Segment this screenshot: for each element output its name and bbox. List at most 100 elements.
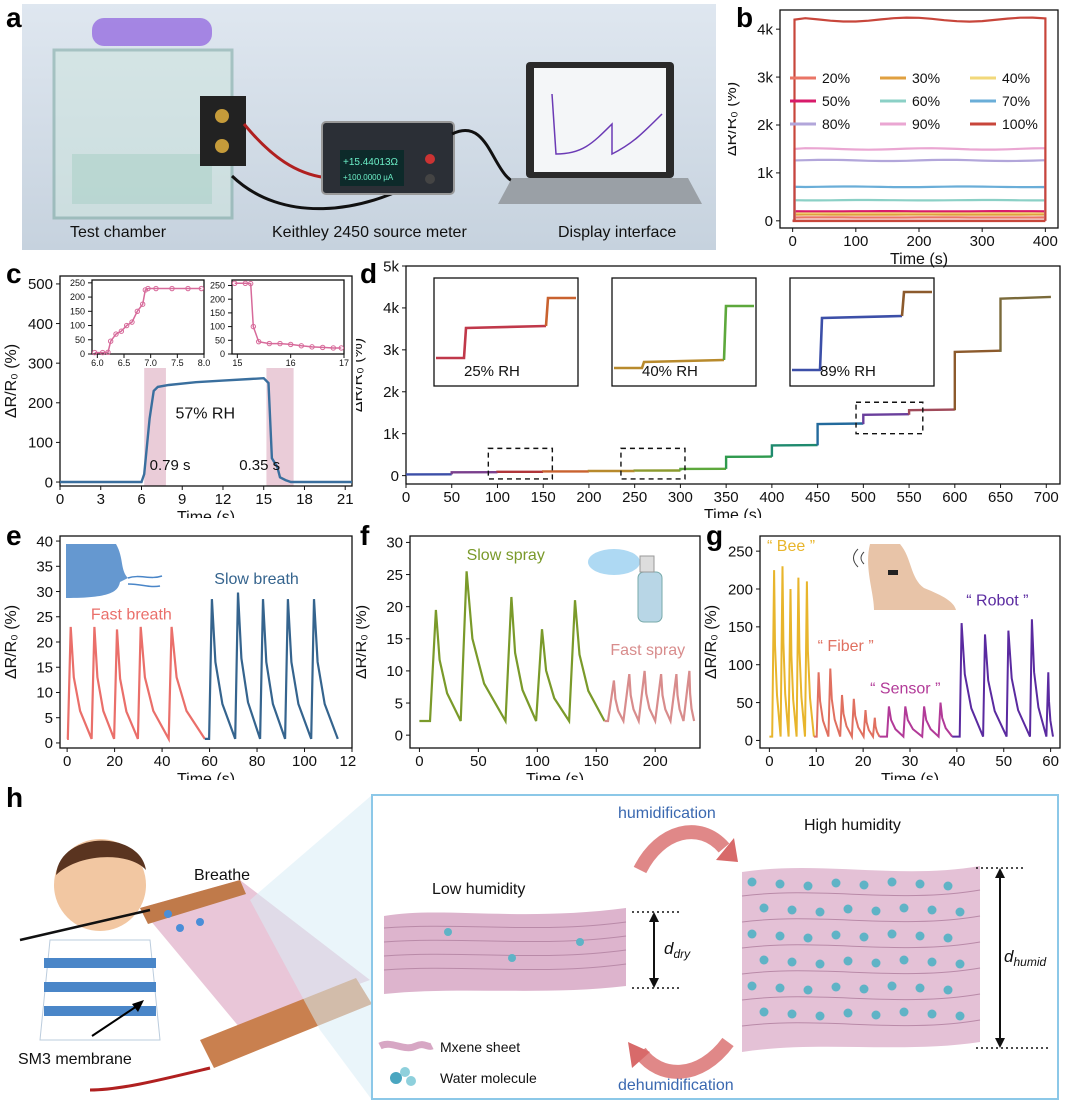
y-tick-label: 150 (728, 619, 753, 636)
inset-label-1: 40% RH (642, 363, 698, 380)
annotation-recovery-time: 0.35 s (239, 457, 280, 474)
water-molecule (804, 882, 813, 891)
water-molecule-icon (400, 1067, 410, 1077)
y-tick-label: 25 (386, 567, 403, 584)
water-molecule-icon (390, 1072, 402, 1084)
purple-tube (92, 18, 212, 46)
meter-terminal-2 (425, 174, 435, 184)
y-tick-label: 0 (45, 735, 53, 752)
shirt-stripe (44, 982, 156, 992)
y-tick-label: 50 (736, 695, 753, 712)
x-tick-label: 550 (897, 489, 922, 506)
meter-terminal (425, 154, 435, 164)
label-breathe: Breathe (194, 867, 250, 884)
x-tick-label: 0 (402, 489, 410, 506)
chart-e: 0204060801001200510152025303540Time (s)Δ… (0, 518, 356, 780)
x-tick-label: 40 (154, 753, 171, 770)
x-tick-label: 0 (63, 753, 71, 770)
water-molecule (576, 938, 584, 946)
y-tick-label: 0 (391, 468, 399, 485)
label-high-humidity: High humidity (804, 817, 901, 834)
y-tick-label: 4k (383, 300, 399, 317)
panel-h: Breathe SM3 membrane Low humidity ddry h… (0, 790, 1070, 1103)
label-test-chamber: Test chamber (70, 224, 166, 242)
x-tick-label: 50 (443, 489, 460, 506)
x-tick-label: 250 (622, 489, 647, 506)
water-molecule (860, 933, 869, 942)
y-tick-label: 20 (36, 634, 53, 651)
y-tick-label: 30 (36, 584, 53, 601)
step-segment (772, 445, 818, 457)
x-tick-label: 7.0 (144, 358, 157, 368)
y-tick-label: 15 (386, 631, 403, 648)
y-tick-label: 15 (36, 659, 53, 676)
zoom-box-0 (488, 448, 552, 479)
x-tick-label: 12 (215, 491, 232, 508)
y-tick-label: 500 (28, 276, 53, 293)
step-segment (498, 472, 544, 473)
x-tick-label: 21 (337, 491, 354, 508)
x-tick-label: 15 (232, 358, 242, 368)
chamber-base (72, 154, 212, 204)
water-molecule (748, 982, 757, 991)
legend-entry: 70% (1002, 93, 1030, 109)
x-tick-label: 16 (286, 358, 296, 368)
step-segment (955, 351, 1001, 411)
label-source-meter: Keithley 2450 source meter (272, 224, 467, 242)
step-segment (1001, 297, 1051, 352)
x-tick-label: 0 (56, 491, 64, 508)
x-tick-label: 200 (576, 489, 601, 506)
water-molecule (804, 934, 813, 943)
label-robot: “ Robot ” (966, 593, 1028, 610)
x-tick-label: 400 (1033, 233, 1058, 250)
zoom-box-2 (856, 402, 923, 433)
water-molecule (832, 879, 841, 888)
usb-cable (452, 130, 522, 184)
legend-water: Water molecule (440, 1070, 537, 1086)
x-tick-label: 20 (106, 753, 123, 770)
water-molecule (760, 956, 769, 965)
x-tick-label: 60 (201, 753, 218, 770)
x-tick-label: 6.0 (91, 358, 104, 368)
x-tick-label: 600 (942, 489, 967, 506)
y-tick-label: 50 (215, 335, 225, 345)
water-molecule (860, 985, 869, 994)
high-humidity-stack (742, 866, 980, 1052)
clamp (200, 96, 246, 166)
line-fast-breath (67, 627, 205, 739)
step-segment (909, 410, 955, 415)
step-segment (635, 471, 681, 472)
y-axis-label: ΔR/R₀ (%) (3, 344, 20, 418)
y-tick-label: 40 (36, 533, 53, 550)
x-tick-label: 50 (995, 753, 1012, 770)
line-slow-spray (419, 571, 604, 721)
step-segment (863, 414, 909, 424)
y-tick-label: 0 (745, 733, 753, 750)
legend-entry: 30% (912, 70, 940, 86)
y-tick-label: 30 (386, 535, 403, 552)
y-tick-label: 100 (210, 322, 225, 332)
x-tick-label: 18 (296, 491, 313, 508)
panel-a-photo: +15.44013Ω +100.0000 µA Test chamber Kei… (22, 4, 716, 250)
droplet (176, 924, 184, 932)
meter-readout-2: +100.0000 µA (343, 173, 394, 182)
y-tick-label: 0 (80, 349, 85, 359)
y-tick-label: 20 (386, 599, 403, 616)
y-tick-label: 250 (728, 543, 753, 560)
y-tick-label: 4k (757, 21, 773, 38)
y-tick-label: 0 (45, 474, 53, 491)
water-molecule (776, 880, 785, 889)
label-slow-breath: Slow breath (214, 571, 299, 588)
y-tick-label: 0 (765, 213, 773, 230)
x-tick-label: 200 (643, 753, 668, 770)
sound-wave-icon (854, 549, 865, 567)
y-axis-label: ΔR/R₀ (%) (728, 82, 740, 156)
y-tick-label: 0 (395, 727, 403, 744)
label-fast-spray: Fast spray (610, 642, 685, 659)
label-low-humidity: Low humidity (432, 881, 525, 898)
y-tick-label: 3k (757, 69, 773, 86)
y-axis-label: ΔR/R₀ (%) (356, 605, 370, 679)
water-molecule (844, 1009, 853, 1018)
